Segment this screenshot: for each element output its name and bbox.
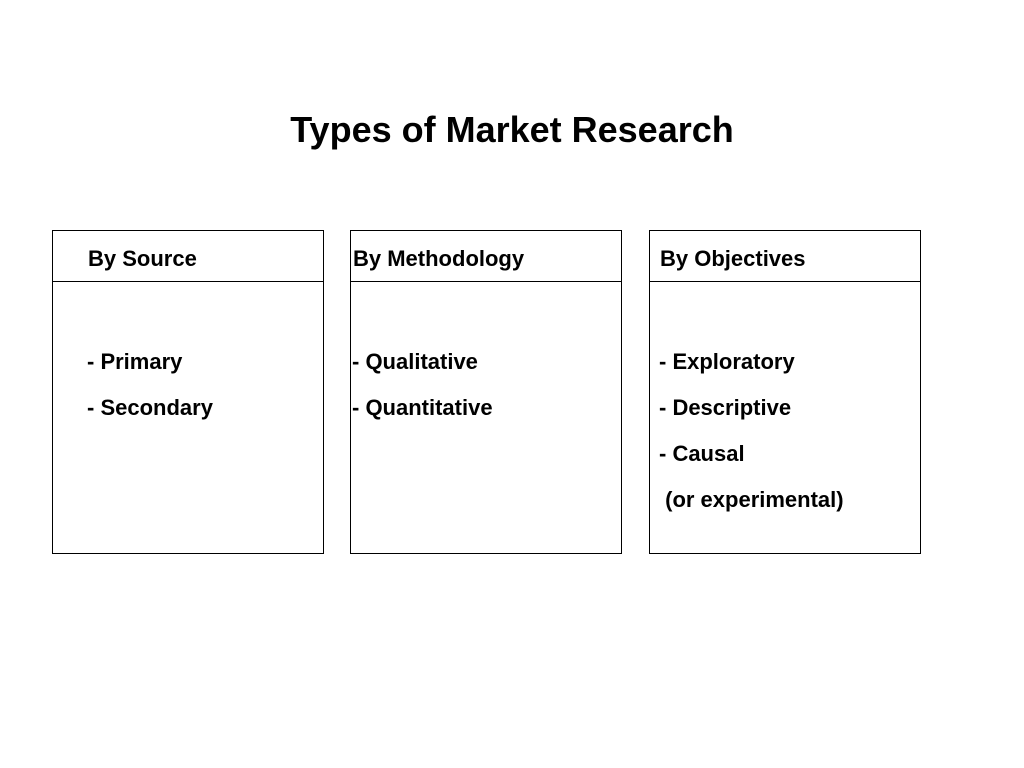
category-box-by-methodology: By Methodology - Qualitative - Quantitat… bbox=[350, 230, 622, 554]
category-header: By Methodology bbox=[351, 231, 621, 282]
category-header: By Objectives bbox=[650, 231, 920, 282]
category-header: By Source bbox=[53, 231, 323, 282]
slide-title: Types of Market Research bbox=[290, 109, 734, 150]
category-item: - Primary bbox=[87, 349, 183, 374]
category-item: - Exploratory bbox=[659, 349, 795, 374]
category-items: - Qualitative - Quantitative bbox=[351, 339, 621, 431]
category-item: - Quantitative bbox=[352, 395, 493, 420]
category-item: - Causal bbox=[659, 441, 745, 466]
category-item: - Qualitative bbox=[352, 349, 478, 374]
category-heading: By Objectives bbox=[660, 246, 806, 271]
category-box-by-source: By Source - Primary - Secondary bbox=[52, 230, 324, 554]
category-item: (or experimental) bbox=[659, 487, 844, 512]
category-heading: By Methodology bbox=[353, 246, 525, 271]
category-box-by-objectives: By Objectives - Exploratory - Descriptiv… bbox=[649, 230, 921, 554]
category-heading: By Source bbox=[88, 246, 197, 271]
category-items: - Primary - Secondary bbox=[53, 339, 323, 431]
category-item: - Descriptive bbox=[659, 395, 792, 420]
category-item: - Secondary bbox=[87, 395, 213, 420]
category-items: - Exploratory - Descriptive - Causal (or… bbox=[650, 339, 920, 523]
